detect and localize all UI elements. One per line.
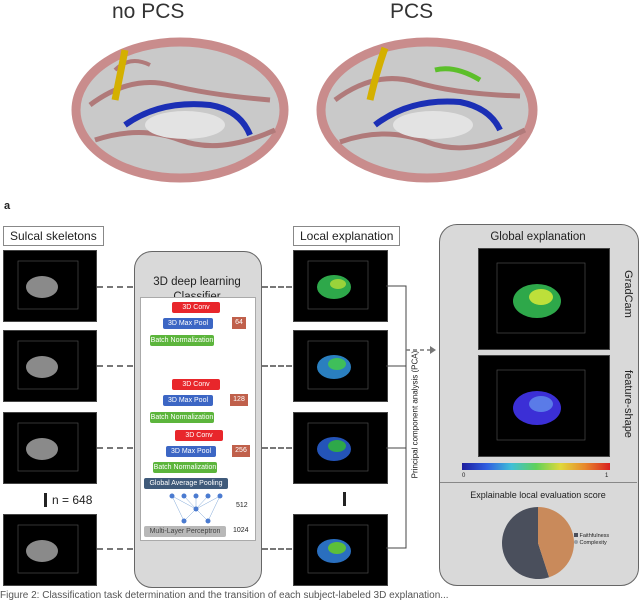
- global-title: Global explanation: [490, 231, 586, 243]
- bn-layer-3: Batch Normalization: [153, 462, 217, 473]
- skeleton-thumbnail-4: [3, 514, 97, 586]
- n-label: n = 648: [52, 493, 93, 507]
- arrow-5: [262, 286, 292, 288]
- pca-bracket: [386, 285, 436, 549]
- local-map-1: [293, 250, 388, 322]
- pie-legend: Faithfulness Complexity: [574, 533, 609, 547]
- mlp-network-icon: [169, 493, 223, 524]
- pool-layer-2: 3D Max Pool: [163, 395, 213, 406]
- pie-slice-faithfulness: [538, 507, 574, 578]
- channels-128: 128: [230, 394, 248, 406]
- arrow-1: [97, 286, 133, 288]
- arrow-4: [97, 548, 133, 550]
- arrow-8: [262, 548, 292, 550]
- feature-shape-map: [478, 355, 610, 457]
- conv-layer-2: 3D Conv: [172, 379, 220, 390]
- arrow-7: [262, 447, 292, 449]
- eval-title: Explainable local evaluation score: [470, 490, 606, 500]
- pool-layer-3: 3D Max Pool: [166, 446, 216, 457]
- arrow-3: [97, 447, 133, 449]
- colorbar-min: 0: [462, 473, 466, 479]
- arrow-2: [97, 365, 133, 367]
- brain-pcs-image: [316, 37, 538, 183]
- panel-letter: a: [4, 200, 11, 212]
- global-divider: [440, 482, 637, 483]
- gap-layer: Global Average Pooling: [144, 478, 228, 489]
- caption: Figure 2: Classification task determinat…: [0, 590, 449, 601]
- skeleton-thumbnail-2: [3, 330, 97, 402]
- legend-complexity: Complexity: [574, 540, 609, 547]
- pool-layer-1: 3D Max Pool: [163, 318, 213, 329]
- feature-shape-label: feature-shape: [622, 370, 634, 438]
- gradcam-label: GradCam: [622, 270, 634, 318]
- pcs-title: PCS: [390, 0, 434, 23]
- gradcam-map: [478, 248, 610, 350]
- brain-no-pcs-image: [71, 37, 289, 183]
- colorbar: [462, 463, 610, 470]
- local-map-3: [293, 412, 388, 484]
- conv-layer-3: 3D Conv: [175, 430, 223, 441]
- bn-layer-2: Batch Normalization: [150, 412, 214, 423]
- bn-layer-1: Batch Normalization: [150, 335, 214, 346]
- dim-512: 512: [236, 502, 248, 509]
- sulcal-skeletons-title: Sulcal skeletons: [3, 226, 104, 246]
- local-explanation-title: Local explanation: [293, 226, 401, 246]
- evaluation-pie-chart: [502, 507, 574, 579]
- local-ellipsis-bar: [343, 492, 346, 506]
- local-map-2: [293, 330, 388, 402]
- ellipsis-bar: [44, 493, 47, 507]
- local-map-4: [293, 514, 388, 586]
- dim-1024: 1024: [233, 527, 249, 534]
- arrow-6: [262, 365, 292, 367]
- no-pcs-title: no PCS: [112, 0, 185, 23]
- pie-slice-complexity: [502, 507, 550, 579]
- skeleton-thumbnail-3: [3, 412, 97, 484]
- mlp-layer: Multi-Layer Perceptron: [144, 526, 226, 537]
- conv-layer-1: 3D Conv: [172, 302, 220, 313]
- legend-faithfulness: Faithfulness: [574, 533, 609, 540]
- channels-256: 256: [232, 445, 250, 457]
- channels-64: 64: [232, 317, 246, 329]
- colorbar-max: 1: [605, 473, 609, 479]
- skeleton-thumbnail-1: [3, 250, 97, 322]
- pca-label: Principal component analysis (PCA): [410, 350, 420, 479]
